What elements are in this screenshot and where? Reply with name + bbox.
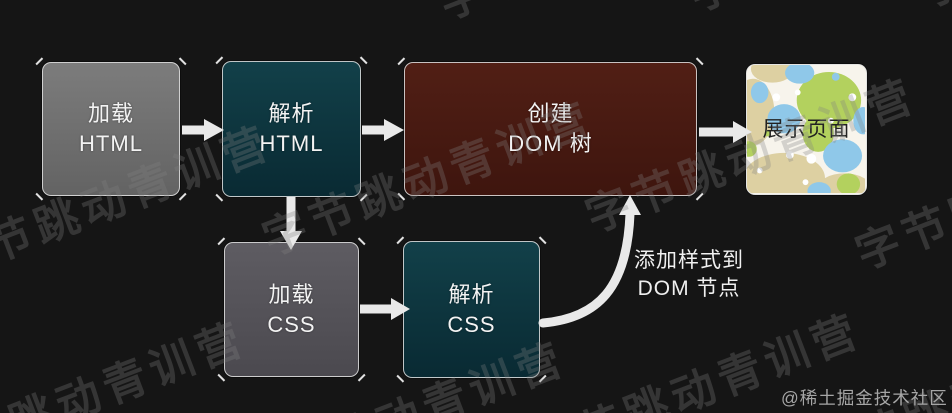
node-label: 创建 DOM 树 [508,99,592,159]
node-label: 加载 CSS [267,280,315,340]
node-parse-html: 解析 HTML [222,61,361,197]
node-label: 解析 HTML [260,99,324,159]
community-credit: @稀土掘金技术社区 [781,388,948,408]
node-label-line: 加载 [268,281,315,307]
node-label-line: 解析 [268,101,315,126]
node-display-page: 展示页面 [746,64,867,195]
edge-label-add-style-to-dom: 添加样式到 DOM 节点 [600,247,778,303]
node-label-line: DOM 树 [508,131,593,156]
watermark-text: 字节跳动青训营 [0,313,254,413]
edge-label-line: 添加样式到 [634,249,744,272]
node-label-line: 创建 [527,101,574,126]
node-label: 解析 CSS [447,280,495,340]
node-label: 加载 HTML [79,99,143,159]
node-create-dom-tree: 创建 DOM 树 [404,62,697,196]
node-load-css: 加载 CSS [224,242,359,377]
node-label-line: 加载 [87,101,134,126]
arrowhead [384,119,404,141]
node-label-line: 解析 [448,281,495,307]
node-label-line: HTML [79,131,143,156]
arrowhead [619,195,641,215]
node-label: 展示页面 [763,115,851,145]
node-label-line: HTML [259,131,324,156]
arrowhead [204,119,224,141]
node-parse-css: 解析 CSS [403,241,540,378]
watermark-text: 字节跳动青训营 [678,0,952,24]
node-label-line: CSS [447,311,496,337]
watermark-text: 字节跳动青训营 [428,0,778,32]
edge-label-line: DOM 节点 [637,277,741,300]
page-thumbnail-pattern [747,65,865,193]
watermark-text: 字节跳动青训营 [908,0,952,20]
node-label-line: CSS [267,311,316,337]
node-label-line: 展示页面 [762,117,851,141]
node-load-html: 加载 HTML [42,62,180,196]
